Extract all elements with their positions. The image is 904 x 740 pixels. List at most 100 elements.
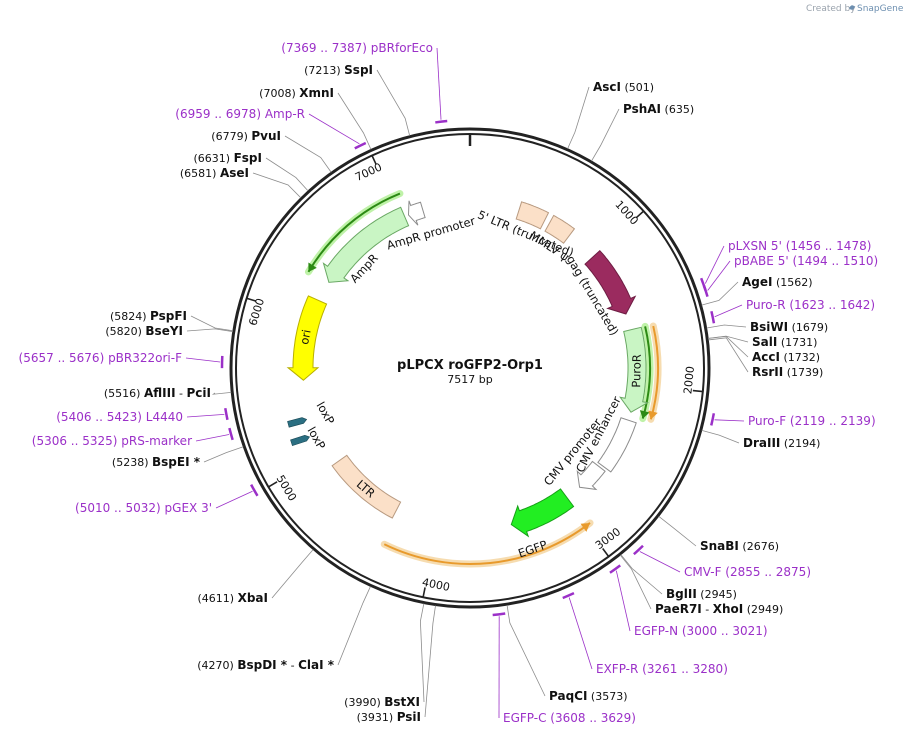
primer-range: (1494 .. 1510): [789, 254, 879, 268]
primer-range: (3000 .. 3021): [678, 624, 768, 638]
primer-leader: [707, 260, 731, 291]
primer-bar: [633, 544, 644, 556]
primer-label: pLXSN 5' (1456 .. 1478): [728, 239, 871, 253]
feature-ampr: [322, 206, 410, 283]
site-position: (5238): [112, 456, 152, 469]
tick-mark: [371, 155, 377, 165]
site-position: (3931): [357, 711, 397, 724]
primer-range: (2855 .. 2875): [721, 565, 811, 579]
primer-label: CMV-F (2855 .. 2875): [684, 565, 811, 579]
restriction-site-label: PshAI (635): [623, 102, 694, 116]
site-leader: [567, 86, 590, 149]
primer-range: (3608 .. 3629): [546, 711, 636, 725]
site-name-alt: PaeR7I: [655, 602, 702, 616]
site-name: AgeI: [742, 275, 772, 289]
site-name: BspEI *: [152, 455, 201, 469]
site-leader: [203, 446, 244, 463]
primer-label: (6959 .. 6978) Amp-R: [175, 107, 305, 121]
orf-arrowhead: [639, 410, 650, 419]
restriction-site-label: DraIII (2194): [743, 436, 820, 450]
site-name: PaqCI: [549, 689, 587, 703]
primer-label: EGFP-N (3000 .. 3021): [634, 624, 768, 638]
site-name: SalI: [752, 335, 777, 349]
site-name: FspI: [234, 151, 262, 165]
primer-name: Puro-F: [748, 414, 786, 428]
site-name: PshAI: [623, 102, 661, 116]
site-name-alt: AflIII: [144, 386, 176, 400]
primer-label: Puro-F (2119 .. 2139): [748, 414, 876, 428]
primer-label: (5657 .. 5676) pBR322ori-F: [19, 351, 183, 365]
plasmid-size: 7517 bp: [447, 373, 492, 386]
site-name: AccI: [752, 350, 780, 364]
site-name: ClaI *: [298, 658, 335, 672]
primer-bar: [609, 564, 621, 574]
primer-leader: [308, 113, 360, 145]
restriction-site-label: (6581) AseI: [180, 166, 249, 180]
primer-range: (5010 .. 5032): [75, 501, 165, 515]
site-name: AseI: [220, 166, 249, 180]
site-leader: [591, 108, 620, 162]
feature-puror: [619, 326, 649, 413]
site-leader: [186, 328, 233, 332]
primer-name: CMV-F: [684, 565, 722, 579]
primer-bar: [224, 407, 229, 421]
loxp-feature: [287, 417, 308, 428]
tick-mark: [422, 587, 426, 598]
restriction-site-layer: AscI (501)PshAI (635)AgeI (1562)BsiWI (1…: [104, 63, 828, 724]
primer-name: EGFP-N: [634, 624, 678, 638]
feature-cmv-promoter: [576, 460, 606, 491]
site-position: (1739): [783, 366, 823, 379]
site-position: (2945): [697, 588, 737, 601]
site-leader: [424, 605, 436, 718]
primer-name: L4440: [146, 410, 183, 424]
primer-range: (5406 .. 5423): [56, 410, 146, 424]
tick-label: 4000: [421, 576, 451, 594]
site-name: BstXI: [384, 695, 420, 709]
site-position: (2194): [780, 437, 820, 450]
primer-bar: [710, 413, 716, 426]
feature-ampr-promoter: [407, 200, 426, 226]
site-leader: [701, 430, 740, 444]
loxp-label: loxP: [313, 399, 337, 427]
primer-label: (5306 .. 5325) pRS-marker: [32, 434, 192, 448]
restriction-site-label: (7213) SspI: [304, 63, 373, 77]
tick-mark: [692, 389, 703, 393]
primer-name: pBR322ori-F: [108, 351, 182, 365]
feature-mmlv-: [544, 214, 576, 244]
site-position: (6779): [211, 130, 251, 143]
primer-leader: [195, 434, 230, 442]
primer-leader: [714, 419, 745, 422]
site-position: (2949): [743, 603, 783, 616]
restriction-site-label: AgeI (1562): [742, 275, 813, 289]
orf-line: [649, 325, 659, 420]
restriction-site-label: (3990) BstXI: [344, 695, 420, 709]
restriction-site-label: (4611) XbaI: [198, 591, 268, 605]
orf-line: [383, 522, 591, 565]
restriction-site-label: SnaBI (2676): [700, 539, 779, 553]
primer-bar: [562, 592, 575, 600]
restriction-site-label: PaqCI (3573): [549, 689, 628, 703]
site-leader: [337, 586, 371, 666]
site-name: SnaBI: [700, 539, 739, 553]
restriction-site-label: (5820) BseYI: [105, 324, 183, 338]
restriction-site-label: PaeR7I - XhoI (2949): [655, 602, 783, 616]
tick-label: 6000: [246, 297, 267, 328]
restriction-site-label: (7008) XmnI: [259, 86, 334, 100]
primer-range: (1456 .. 1478): [782, 239, 872, 253]
tick-label: 2000: [681, 365, 697, 394]
site-name: PvuI: [251, 129, 281, 143]
feature-ltr: [331, 454, 402, 519]
site-position: (5820): [105, 325, 145, 338]
site-leader: [190, 315, 233, 332]
site-leader: [506, 605, 546, 697]
feature-label: ori: [297, 328, 314, 345]
primer-name: pLXSN 5': [728, 239, 782, 253]
site-leader: [619, 554, 652, 610]
site-position: (1732): [780, 351, 820, 364]
restriction-site-label: BglII (2945): [666, 587, 737, 601]
site-position: (4270): [197, 659, 237, 672]
primer-layer: pLXSN 5' (1456 .. 1478)pBABE 5' (1494 ..…: [19, 41, 879, 725]
orf-line: [641, 326, 651, 419]
orf-arrowhead: [580, 522, 591, 532]
